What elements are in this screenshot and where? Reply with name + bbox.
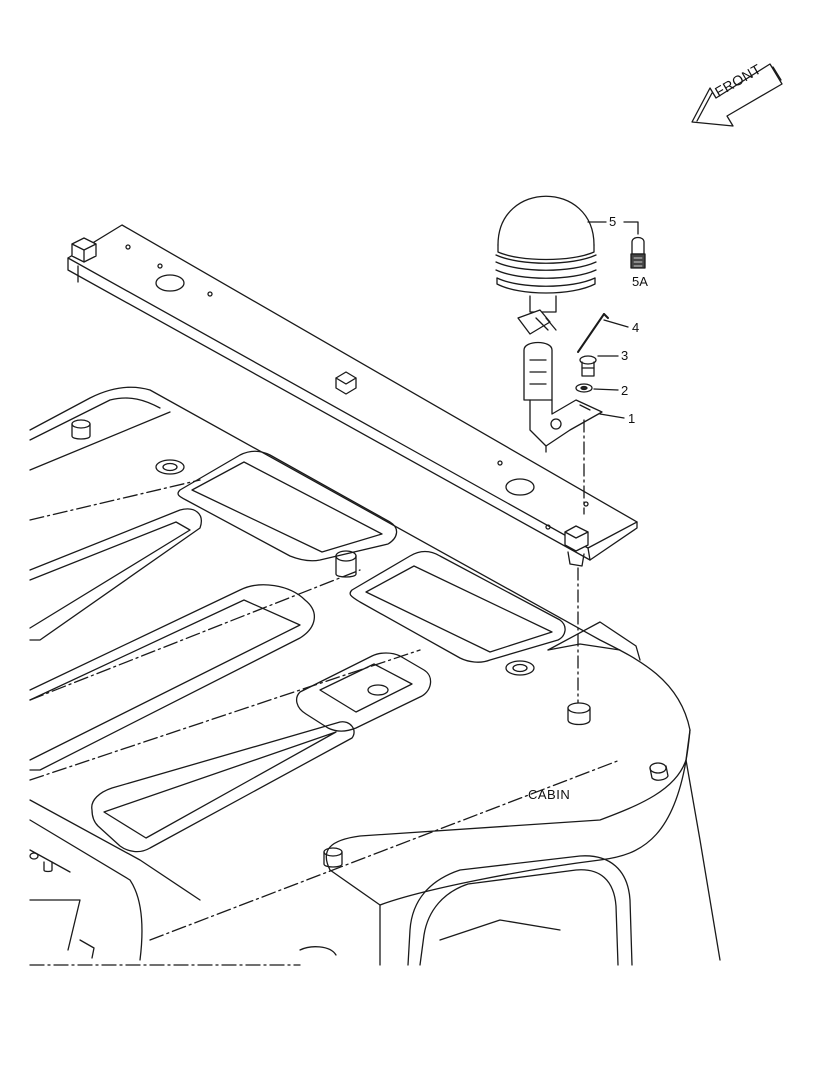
screw-3 [579,355,597,377]
roof-panel-4 [29,584,315,771]
roof-post-2 [335,550,357,578]
callout-3: 3 [621,348,629,363]
cabin-roof [29,386,721,966]
callout-1: 1 [628,411,636,426]
center-line [577,419,585,706]
cabin-window [407,855,633,966]
roof-panel-3 [29,508,202,641]
bracket-1 [523,341,603,453]
roof-post-3 [323,847,343,868]
roof-post-4 [649,762,669,781]
callout-5a: 5A [632,274,648,289]
roof-post-1 [71,419,91,440]
cabin-left-details [29,849,337,966]
pin-4 [577,313,609,353]
roof-panel-2 [349,550,566,663]
roof-boss [567,702,591,726]
leader-1 [599,413,625,419]
bulb-5a [630,236,646,269]
callout-5: 5 [609,214,617,229]
leader-4 [603,319,629,328]
roof-knob-1 [155,459,185,475]
callout-2: 2 [621,383,629,398]
cabin-label: CABIN [528,787,571,802]
roof-knob-2 [505,660,535,676]
bar-bolt-right [564,525,589,567]
bar-bolt-middle [335,371,357,395]
beacon-lamp [495,195,597,335]
front-arrow-icon [691,63,783,127]
roof-lip [547,621,641,661]
leader-2 [593,388,619,391]
leader-5 [587,221,639,235]
callout-4: 4 [632,320,640,335]
roof-panel-5 [91,721,355,853]
roof-panel-1 [177,450,398,562]
bar-bolt-left [71,237,97,283]
roof-hatch [295,652,432,732]
washer-2 [575,383,593,393]
